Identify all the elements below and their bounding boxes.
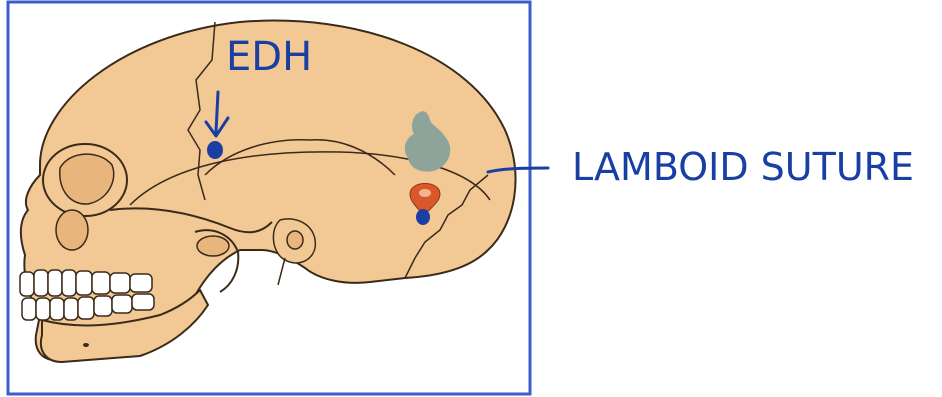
styloid-process <box>278 258 285 285</box>
orange-marker-highlight <box>419 189 431 197</box>
mental-foramen <box>83 343 89 347</box>
condyle <box>197 236 229 256</box>
lambdoid-label: LAMBOID SUTURE <box>572 145 914 189</box>
nasal-cavity <box>56 210 88 250</box>
edh-label: EDH <box>226 34 312 80</box>
ear-canal <box>287 231 303 249</box>
edh-dot <box>207 141 223 159</box>
blue-marker-dot <box>416 209 430 225</box>
